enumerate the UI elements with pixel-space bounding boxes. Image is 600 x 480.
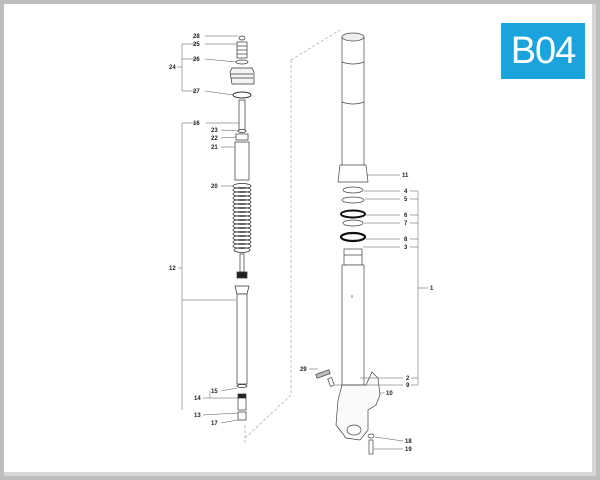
part-label: 9: [406, 383, 410, 389]
part-label: 25: [193, 42, 200, 48]
part-label: 1: [430, 286, 434, 292]
right-leader-lines: [309, 174, 428, 450]
right-part-labels: 11 4 5 6 7 8 3 1 29 2 9 10 18 19: [300, 173, 434, 453]
part-label: 17: [211, 421, 218, 427]
part-label: 10: [386, 391, 393, 397]
part-label: 27: [193, 89, 200, 95]
part-label: 20: [211, 184, 218, 190]
part-label: 7: [404, 221, 408, 227]
part-label: 26: [193, 57, 200, 63]
part-label: 22: [211, 136, 218, 142]
part-label: 3: [404, 245, 408, 251]
part-label: 28: [193, 34, 200, 40]
part-label: 6: [404, 213, 408, 219]
part-label: 5: [404, 197, 408, 203]
part-label: 18: [405, 439, 412, 445]
fork-tube-assembly: [315, 32, 381, 455]
part-label: 16: [193, 121, 200, 127]
part-label: 4: [404, 189, 408, 195]
part-label: 8: [404, 237, 408, 243]
part-label: 24: [169, 65, 176, 71]
left-leader-lines: [177, 35, 239, 424]
part-label: 2: [406, 376, 410, 382]
cartridge-assembly: [229, 35, 255, 421]
left-part-labels: 28 25 24 26 27 16 23 22 21 20 12 15 14 1…: [169, 34, 218, 427]
spring: [232, 183, 252, 253]
part-label: 29: [300, 367, 307, 373]
part-label: 15: [211, 389, 218, 395]
part-label: 12: [169, 266, 176, 272]
part-label: 21: [211, 145, 218, 151]
assembly-guide-lines: [244, 29, 341, 445]
part-label: 11: [402, 173, 409, 179]
part-label: 19: [405, 447, 412, 453]
part-label: 13: [194, 413, 201, 419]
diagram-canvas: [4, 4, 596, 476]
part-label: 14: [194, 396, 201, 402]
section-badge: B04: [501, 23, 585, 79]
part-label: 23: [211, 128, 218, 134]
